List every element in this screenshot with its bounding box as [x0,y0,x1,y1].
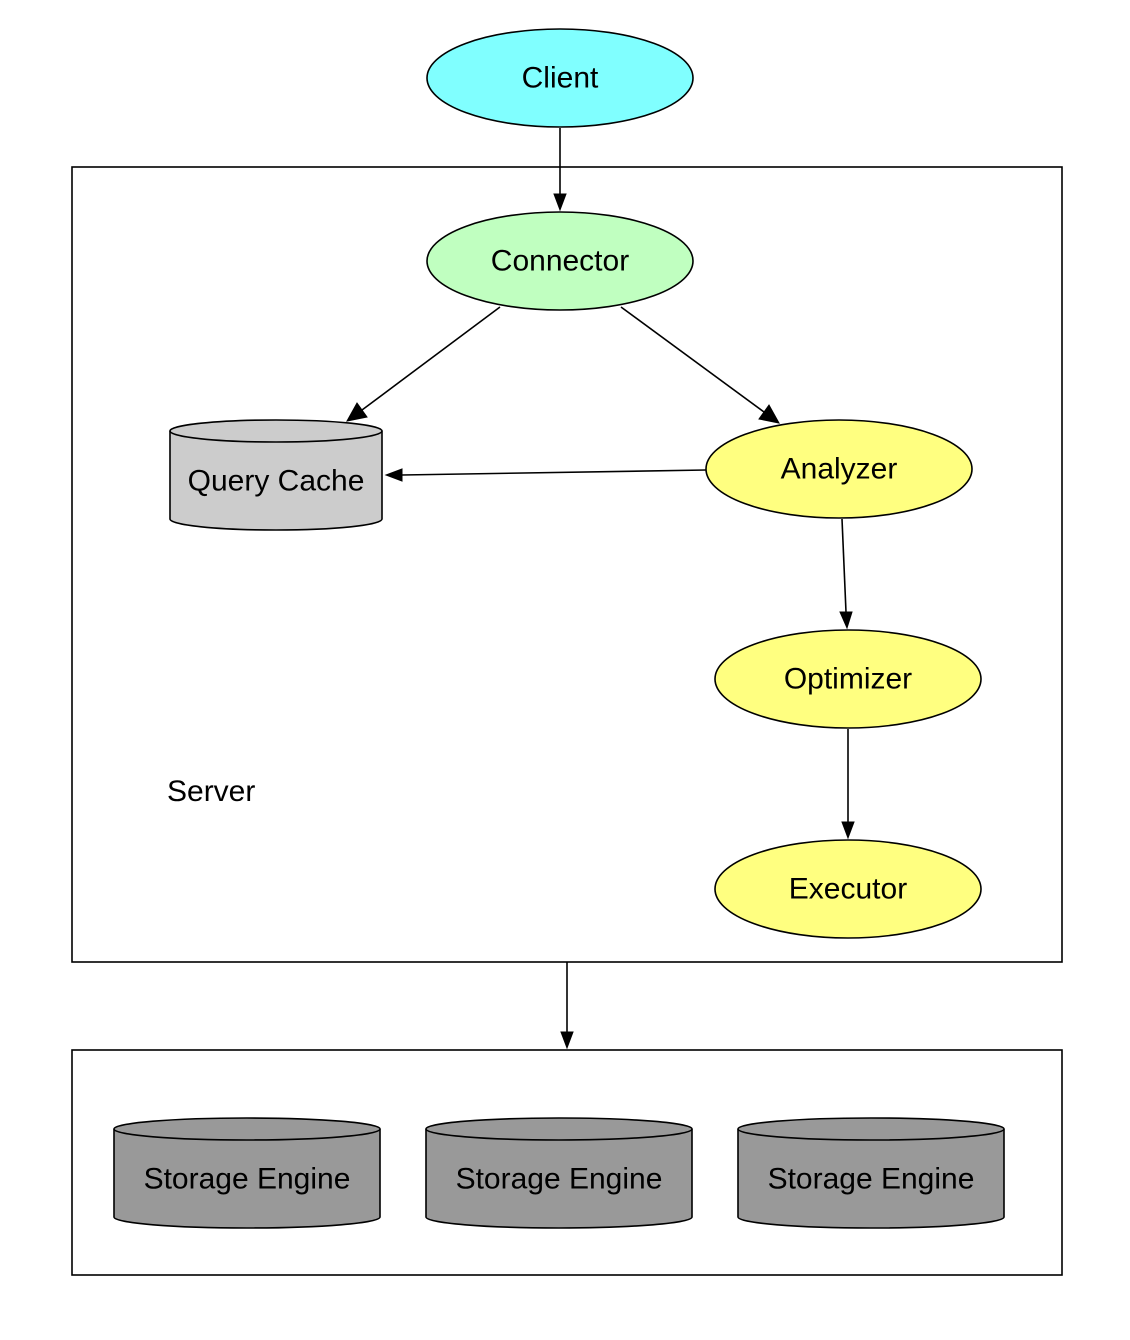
storage-engine-node: Storage Engine [425,1117,693,1229]
analyzer-node: Analyzer [705,419,973,519]
connector-node-shape [426,211,694,311]
connector-node-label: Connector [491,245,629,278]
executor-node-label: Executor [789,873,907,906]
edge-optimizer-executor [841,729,855,840]
analyzer-node-label: Analyzer [781,453,898,486]
storage-engine-rim [737,1128,1005,1141]
executor-node: Executor [714,839,982,939]
client-node: Client [426,28,694,128]
analyzer-node-shape [705,419,973,519]
storage-engine-shape [425,1117,693,1229]
edge-analyzer-querycache [384,468,707,482]
optimizer-node: Optimizer [714,629,982,729]
storage-engine-node: Storage Engine [113,1117,381,1229]
optimizer-node-label: Optimizer [784,663,912,696]
server-cluster-label: Server [167,775,255,808]
query-cache-node-label: Query Cache [188,465,365,498]
edge-connector-analyzer [620,306,780,424]
storage-cluster [71,1049,1063,1276]
edge-analyzer-optimizer [839,518,853,630]
query-cache-node-shape [169,419,383,531]
storage-engine-node: Storage Engine [737,1117,1005,1229]
storage-cluster-box [71,1049,1063,1276]
query-cache-node: Query Cache [169,419,383,531]
connector-node: Connector [426,211,694,311]
client-node-shape [426,28,694,128]
edge-server-storage [560,962,574,1050]
storage-engine-rim [113,1128,381,1141]
optimizer-node-shape [714,629,982,729]
storage-engine-shape [113,1117,381,1229]
edge-connector-querycache [346,306,501,422]
storage-engine-rim [425,1128,693,1141]
storage-engine-shape [737,1117,1005,1229]
storage-engine-label: Storage Engine [144,1163,351,1196]
query-cache-node-rim [169,430,383,443]
storage-engine-label: Storage Engine [768,1163,975,1196]
edge-client-connector [553,128,567,212]
client-node-label: Client [522,62,599,95]
edges [346,128,855,1050]
executor-node-shape [714,839,982,939]
storage-engine-label: Storage Engine [456,1163,663,1196]
